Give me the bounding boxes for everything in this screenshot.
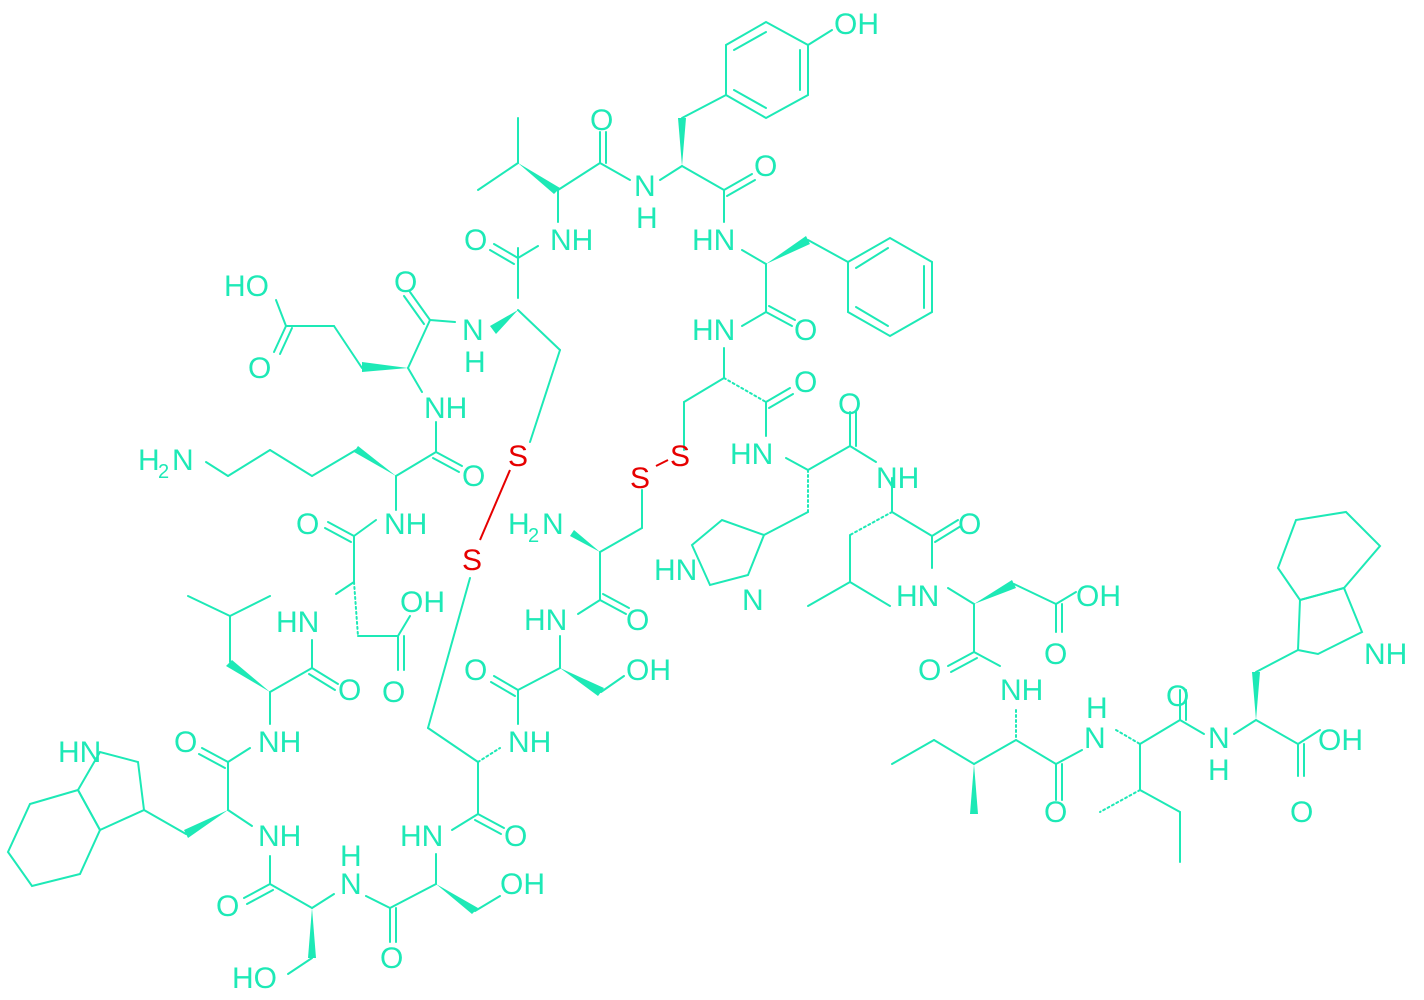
label-s: S — [508, 440, 528, 473]
label-h: H — [1208, 754, 1230, 787]
label-subscript: 2 — [158, 461, 169, 483]
label-hn: HN — [524, 604, 567, 637]
label-s: S — [630, 462, 650, 495]
label-oh: OH — [400, 586, 445, 619]
label-o: O — [838, 388, 861, 421]
label-o: O — [1290, 796, 1313, 829]
label-oh: OH — [626, 654, 671, 687]
label-o: O — [394, 266, 417, 299]
label-n: N — [340, 868, 362, 901]
label-o: O — [174, 726, 197, 759]
label-nh: NH — [258, 820, 301, 853]
label-nh: NH — [1364, 638, 1407, 671]
label-hn: HN — [730, 438, 773, 471]
label-h: H — [636, 202, 658, 235]
label-h2n: H 2 N — [508, 508, 564, 547]
label-s: S — [462, 544, 482, 577]
label-oh: OH — [500, 868, 545, 901]
label-h: H — [340, 840, 362, 873]
label-n: N — [542, 508, 564, 541]
label-hn: HN — [692, 224, 735, 257]
label-o: O — [216, 890, 239, 923]
label-hn: HN — [692, 314, 735, 347]
atom-labels: OH O N H O HN NH O HO O N H O HN O NH O … — [58, 8, 1407, 995]
label-nh: NH — [258, 726, 301, 759]
label-hn: HN — [58, 736, 101, 769]
label-h: H — [508, 508, 530, 541]
label-n: N — [1208, 722, 1230, 755]
label-n: N — [742, 584, 764, 617]
label-o: O — [754, 150, 777, 183]
label-oh: OH — [1318, 724, 1363, 757]
label-nh: NH — [508, 726, 551, 759]
label-h: H — [138, 444, 160, 477]
label-o: O — [338, 674, 361, 707]
label-oh: OH — [834, 8, 879, 41]
label-o: O — [380, 942, 403, 975]
label-h2n: H 2 N — [138, 444, 194, 483]
label-o: O — [248, 352, 271, 385]
label-oh: OH — [1076, 580, 1121, 613]
label-o: O — [794, 314, 817, 347]
label-hn: HN — [276, 606, 319, 639]
label-hn: HN — [400, 820, 443, 853]
label-o: O — [296, 508, 319, 541]
label-o: O — [958, 508, 981, 541]
label-n: N — [172, 444, 194, 477]
label-o: O — [1166, 680, 1189, 713]
label-n: N — [1084, 722, 1106, 755]
label-h: H — [464, 346, 486, 379]
label-o: O — [590, 104, 613, 137]
label-n: N — [634, 170, 656, 203]
label-o: O — [794, 366, 817, 399]
bonds — [6, 20, 1382, 975]
label-nh: NH — [424, 392, 467, 425]
label-ho: HO — [232, 962, 277, 995]
label-o: O — [464, 654, 487, 687]
label-nh: NH — [1000, 674, 1043, 707]
label-o: O — [462, 460, 485, 493]
label-o: O — [626, 604, 649, 637]
label-o: O — [1044, 638, 1067, 671]
label-nh: NH — [550, 224, 593, 257]
label-o: O — [504, 820, 527, 853]
label-s: S — [670, 440, 690, 473]
label-o: O — [1044, 796, 1067, 829]
label-n: N — [462, 314, 484, 347]
label-o: O — [382, 676, 405, 709]
label-ho: HO — [224, 270, 269, 303]
label-nh: NH — [876, 462, 919, 495]
label-hn: HN — [896, 580, 939, 613]
label-o: O — [918, 654, 941, 687]
label-h: H — [1086, 692, 1108, 725]
label-subscript: 2 — [528, 525, 539, 547]
label-o: O — [464, 224, 487, 257]
label-nh: NH — [384, 508, 427, 541]
label-hn: HN — [654, 554, 697, 587]
